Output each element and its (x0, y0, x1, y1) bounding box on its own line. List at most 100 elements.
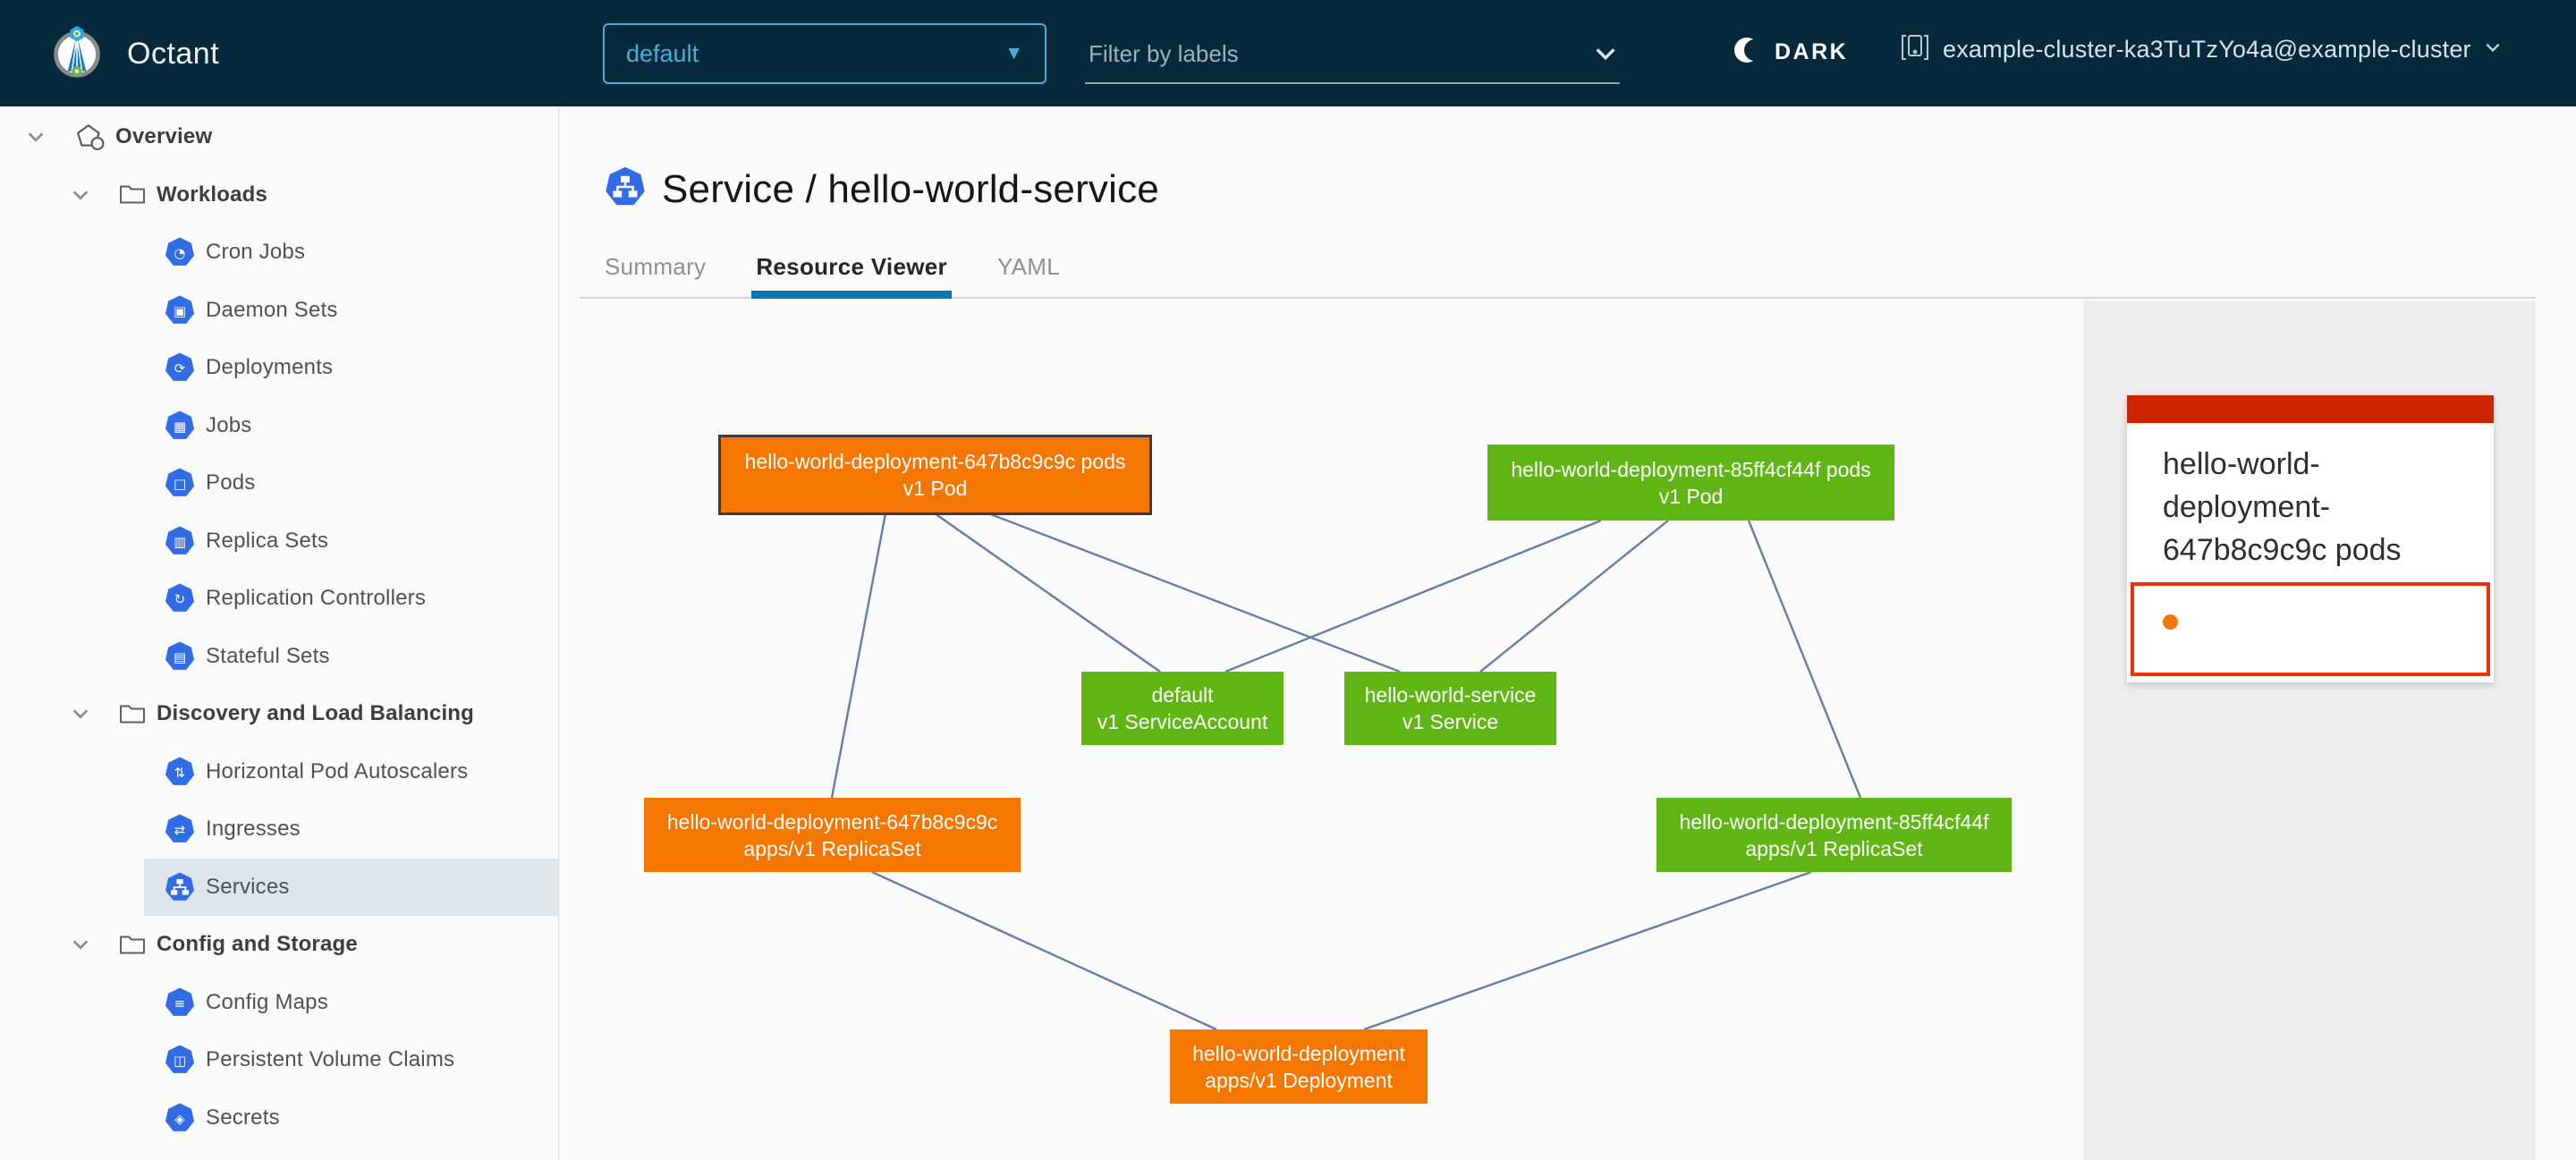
services-icon (165, 872, 195, 902)
pods-icon: □ (165, 468, 195, 497)
sidebar-item-overview[interactable]: Overview (0, 108, 558, 166)
octant-logo (50, 25, 104, 83)
sidebar-item-label: Replication Controllers (206, 586, 427, 611)
node-name: hello-world-deployment-85ff4cf44f pods (1511, 457, 1871, 481)
sidebar-item-persistent-volume-claims[interactable]: ◫ Persistent Volume Claims (144, 1031, 558, 1089)
tab-yaml[interactable]: YAML (996, 253, 1061, 280)
pod-status-dot[interactable] (2163, 614, 2178, 630)
sidebar-item-label: Horizontal Pod Autoscalers (206, 758, 469, 783)
graph-edge (1363, 870, 1812, 1031)
sidebar-item-label: Replica Sets (206, 528, 329, 553)
app-name: Octant (127, 37, 220, 71)
sidebar-item-label: Deployments (206, 355, 334, 380)
sidebar-item-jobs[interactable]: ▦Jobs (144, 397, 558, 455)
svg-text:◈: ◈ (174, 1111, 185, 1127)
tab-summary[interactable]: Summary (605, 253, 707, 280)
sidebar-item-daemon-sets[interactable]: ▣Daemon Sets (144, 282, 558, 340)
configmaps-icon: ≡ (165, 987, 195, 1018)
graph-edge (830, 512, 887, 799)
svg-text:◫: ◫ (174, 1053, 186, 1069)
cronjobs-icon: ◔ (165, 237, 195, 267)
sidebar-item-services[interactable]: Services (144, 858, 558, 916)
overview-icon (76, 123, 105, 151)
folder-icon (119, 182, 146, 207)
svg-text:▣: ▣ (174, 303, 186, 319)
card-status-bar (2127, 395, 2494, 423)
sidebar-item-deployments[interactable]: ⟳Deployments (144, 339, 558, 397)
svg-text:▥: ▥ (174, 534, 186, 550)
sidebar-item-label: Ingresses (206, 817, 301, 842)
cluster-context-label: example-cluster-ka3TuTzYo4a@example-clus… (1943, 36, 2471, 63)
sidebar-item-stateful-sets[interactable]: ▤Stateful Sets (144, 628, 558, 686)
services-icon (165, 872, 195, 901)
moon-icon (1732, 34, 1764, 71)
graph-edge (871, 870, 1217, 1031)
node-name: hello-world-deployment-647b8c9c9c (666, 809, 998, 834)
svg-text:⇄: ⇄ (174, 822, 185, 838)
jobs-icon: ▦ (165, 411, 195, 441)
tab-resource-viewer[interactable]: Resource Viewer (751, 253, 952, 299)
sidebar-item-discovery-and-load-balancing[interactable]: Discovery and Load Balancing (0, 685, 558, 743)
sidebar-item-label: Config and Storage (157, 932, 358, 957)
selected-resource-card: hello-world-deployment-647b8c9c9c pods (2127, 395, 2494, 682)
chevron-down-icon[interactable] (69, 704, 92, 724)
configmaps-icon: ≡ (165, 987, 195, 1016)
card-title: hello-world-deployment-647b8c9c9c pods (2163, 447, 2402, 567)
sidebar-item-replication-controllers[interactable]: ↻ Replication Controllers (144, 570, 558, 628)
svg-text:≡: ≡ (174, 995, 185, 1012)
sidebar-item-pods[interactable]: □Pods (144, 454, 558, 512)
sidebar-item-config-and-storage[interactable]: Config and Storage (0, 916, 558, 974)
sidebar-item-horizontal-pod-autoscalers[interactable]: ⇅Horizontal Pod Autoscalers (144, 743, 558, 801)
node-kind: v1 ServiceAccount (1097, 710, 1268, 733)
sidebar-item-label: Persistent Volume Claims (206, 1047, 455, 1072)
graph-edge (987, 512, 1401, 673)
node-kind: v1 Pod (1658, 484, 1724, 508)
theme-toggle[interactable]: DARK (1732, 34, 1848, 71)
cluster-selector[interactable]: example-cluster-ka3TuTzYo4a@example-clus… (1900, 32, 2502, 67)
app-logo-block: Octant (50, 25, 219, 83)
folder-icon (119, 702, 146, 726)
sidebar-item-label: Cron Jobs (206, 240, 306, 265)
graph-node-pod-85ff4cf44f[interactable]: hello-world-deployment-85ff4cf44f pods v1… (1487, 445, 1894, 521)
top-header: Octant default ▼ DARK example-cluster-ka… (0, 0, 2576, 106)
chevron-down-icon[interactable] (24, 127, 47, 147)
node-kind: apps/v1 Deployment (1205, 1068, 1393, 1092)
cronjobs-icon: ◔ (165, 237, 195, 267)
statefulsets-icon: ▤ (165, 641, 195, 672)
graph-edge (1479, 520, 1669, 673)
daemonsets-icon: ▣ (165, 295, 195, 324)
node-kind: apps/v1 ReplicaSet (1745, 836, 1923, 860)
svg-text:↻: ↻ (174, 591, 185, 607)
svg-text:◔: ◔ (174, 245, 186, 261)
chevron-down-icon[interactable] (1593, 41, 1618, 71)
sidebar-item-cron-jobs[interactable]: ◔ Cron Jobs (144, 224, 558, 282)
sidebar-item-ingresses[interactable]: ⇄ Ingresses (144, 800, 558, 859)
sidebar-item-secrets[interactable]: ◈Secrets (144, 1089, 558, 1147)
label-filter-input[interactable] (1085, 34, 1620, 84)
chevron-down-icon[interactable] (69, 935, 92, 954)
sidebar-item-label: Workloads (157, 182, 268, 207)
sidebar-item-label: Overview (115, 124, 213, 149)
sidebar-item-label: Config Maps (206, 989, 328, 1014)
pods-icon: □ (165, 468, 195, 498)
tab-bar: Summary Resource Viewer YAML (580, 238, 2536, 299)
service-icon (606, 166, 645, 206)
chevron-down-icon[interactable] (69, 185, 92, 205)
sidebar-item-replica-sets[interactable]: ▥ Replica Sets (144, 512, 558, 571)
sidebar-item-workloads[interactable]: Workloads (0, 166, 558, 224)
label-filter (1085, 34, 1620, 84)
chevron-down-icon (2484, 38, 2502, 61)
sidebar-item-config-maps[interactable]: ≡ Config Maps (144, 974, 558, 1032)
replicasets-icon: ▥ (165, 526, 195, 556)
graph-edges (830, 512, 1862, 1031)
namespace-dropdown[interactable]: default ▼ (603, 23, 1046, 84)
